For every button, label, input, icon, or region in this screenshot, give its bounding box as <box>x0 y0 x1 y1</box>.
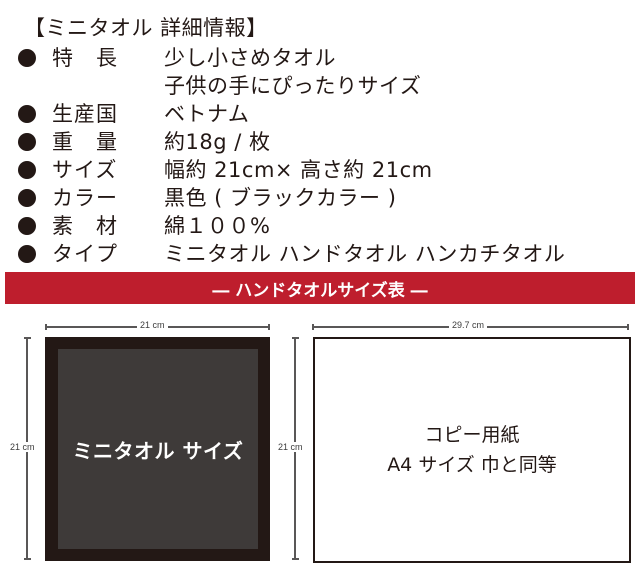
towel-width-label: 21 cm <box>137 320 168 330</box>
page-title: 【ミニタオル 詳細情報】 <box>24 16 268 40</box>
bullet-icon <box>18 161 36 179</box>
dim-cap <box>312 324 314 330</box>
detail-value: 幅約 21cm× 高さ約 21cm <box>164 158 433 182</box>
dim-cap <box>24 558 31 560</box>
paper-label-line2: A4 サイズ 巾と同等 <box>387 454 557 476</box>
detail-label: 素 材 <box>52 214 118 238</box>
detail-label: サイズ <box>52 158 118 182</box>
detail-label: 特 長 <box>52 46 118 70</box>
dim-cap <box>292 558 299 560</box>
detail-value: 綿１００% <box>164 214 271 238</box>
banner-label: ― ハンドタオルサイズ表 ― <box>212 280 428 301</box>
detail-row-feature: 特 長 少し小さめタオル <box>18 44 565 72</box>
detail-label: カラー <box>52 186 118 210</box>
dim-cap <box>292 337 299 339</box>
detail-value: ベトナム <box>164 102 250 126</box>
size-chart-banner: ― ハンドタオルサイズ表 ― <box>5 272 635 304</box>
detail-row-size: サイズ 幅約 21cm× 高さ約 21cm <box>18 156 565 184</box>
dim-cap <box>627 324 629 330</box>
bullet-icon <box>18 49 36 67</box>
bullet-icon <box>18 105 36 123</box>
detail-row-color: カラー 黒色 ( ブラックカラー ) <box>18 184 565 212</box>
detail-row-type: タイプ ミニタオル ハンドタオル ハンカチタオル <box>18 240 565 268</box>
dim-cap <box>268 324 270 330</box>
detail-value: 子供の手にぴったりサイズ <box>164 74 422 98</box>
towel-height-label: 21 cm <box>7 442 38 452</box>
a4-paper-shape: コピー用紙 A4 サイズ 巾と同等 <box>313 337 631 563</box>
detail-row-weight: 重 量 約18g / 枚 <box>18 128 565 156</box>
detail-row-origin: 生産国 ベトナム <box>18 100 565 128</box>
bullet-icon <box>18 217 36 235</box>
detail-value: ミニタオル ハンドタオル ハンカチタオル <box>164 242 566 266</box>
details-list: 特 長 少し小さめタオル 子供の手にぴったりサイズ 生産国 ベトナム 重 量 約… <box>18 44 565 268</box>
detail-label: 生産国 <box>52 102 118 126</box>
mini-towel-shape: ミニタオル サイズ <box>45 337 270 561</box>
detail-value: 黒色 ( ブラックカラー ) <box>164 186 397 210</box>
dim-cap <box>24 337 31 339</box>
mini-towel-inner: ミニタオル サイズ <box>58 349 258 549</box>
paper-height-label: 21 cm <box>275 442 306 452</box>
dim-cap <box>45 324 47 330</box>
paper-width-label: 29.7 cm <box>449 320 488 330</box>
bullet-icon <box>18 245 36 263</box>
detail-row-feature-cont: 子供の手にぴったりサイズ <box>18 72 565 100</box>
detail-row-material: 素 材 綿１００% <box>18 212 565 240</box>
mini-towel-label: ミニタオル サイズ <box>72 438 244 463</box>
detail-label: タイプ <box>52 242 118 266</box>
bullet-icon <box>18 133 36 151</box>
bullet-icon <box>18 189 36 207</box>
detail-label: 重 量 <box>52 130 118 154</box>
paper-label-line1: コピー用紙 <box>424 424 520 446</box>
detail-value: 少し小さめタオル <box>164 46 336 70</box>
detail-value: 約18g / 枚 <box>164 130 271 154</box>
